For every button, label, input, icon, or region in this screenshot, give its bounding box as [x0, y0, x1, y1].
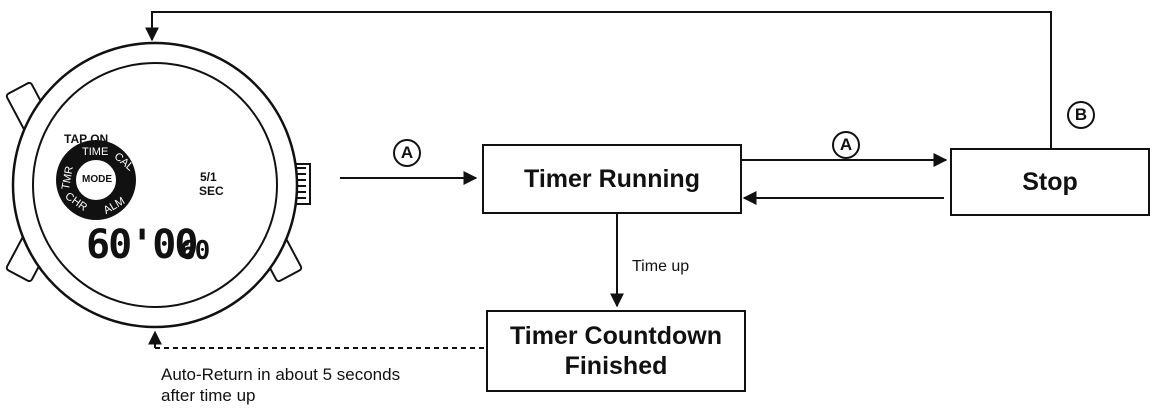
watch-rate-line1: 5/1 — [200, 170, 217, 184]
time-up-label: Time up — [632, 258, 690, 275]
auto-return-line1: Auto-Return in about 5 seconds — [161, 365, 401, 384]
watch-tap-label: TAP ON — [64, 132, 109, 146]
watch-illustration — [5, 41, 311, 329]
watch-face — [32, 62, 278, 308]
state-countdown-finished: Timer Countdown Finished — [486, 310, 746, 392]
state-stop: Stop — [950, 148, 1150, 216]
watch-display-seconds: 60 — [180, 236, 210, 266]
state-timer-running: Timer Running — [482, 144, 742, 214]
mode-center — [74, 158, 118, 202]
watch-rate-line2: SEC — [199, 184, 224, 198]
ring-label-time: TIME — [82, 146, 109, 158]
state-finished-line1: Timer Countdown — [509, 322, 723, 350]
watch-display-main: 60'00 — [86, 222, 198, 268]
auto-return-line2: after time up — [161, 386, 256, 405]
button-a-marker-2: A — [832, 131, 860, 159]
arrow-stop-to-watch — [145, 11, 1052, 148]
mode-center-label: MODE — [82, 174, 112, 185]
state-stop-label: Stop — [1022, 168, 1078, 196]
button-b-marker: B — [1067, 101, 1095, 129]
button-a-marker-1: A — [393, 139, 421, 167]
state-finished-line2: Finished — [564, 352, 668, 380]
state-timer-running-label: Timer Running — [524, 165, 700, 193]
